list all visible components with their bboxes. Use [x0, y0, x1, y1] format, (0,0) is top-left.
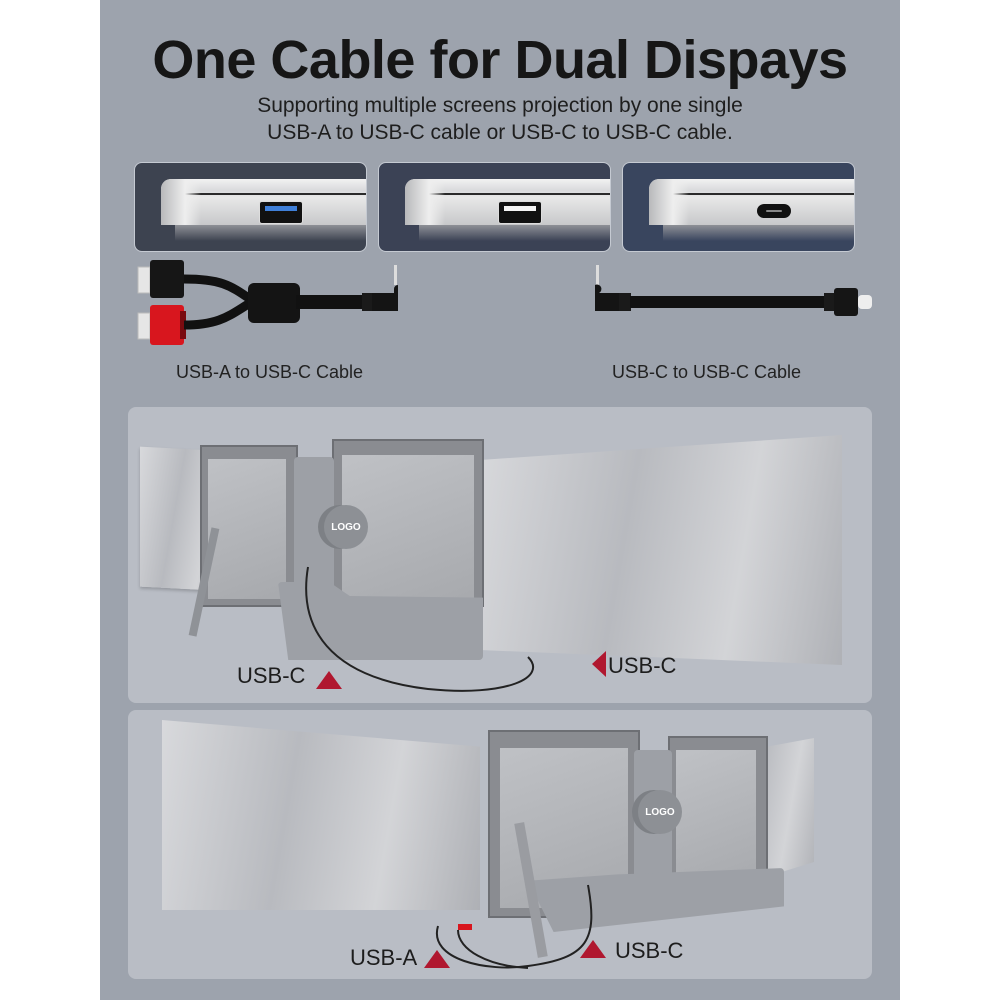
usb-c-port-icon — [757, 204, 791, 218]
y-splitter-cable-icon — [137, 260, 398, 345]
logo-badge: LOGO — [638, 790, 682, 834]
setup-card-usb-a: LOGO USB-A USB-C — [128, 710, 872, 979]
cable-label-usb-a-to-c: USB-A to USB-C Cable — [176, 362, 364, 382]
port-tile-usb-a-blue — [134, 162, 367, 252]
left-extension-screen — [162, 720, 480, 910]
usb-a-blue-port-icon — [259, 201, 303, 224]
usb-c-cable-icon — [595, 265, 872, 316]
cables-illustration — [137, 260, 872, 345]
setup-card-usb-c: LOGO USB-C USB-C — [128, 407, 872, 703]
arrow-up-icon — [316, 671, 342, 689]
product-panel: One Cable for Dual Dispays Supporting mu… — [100, 0, 900, 1000]
connection-cable — [305, 566, 535, 692]
port-tile-usb-c — [622, 162, 855, 252]
callout-label-usb-c-right: USB-C — [608, 653, 677, 678]
callout-label-usb-c-left: USB-C — [237, 663, 306, 688]
callout-label-usb-c: USB-C — [615, 938, 684, 963]
connection-cable — [435, 884, 593, 969]
subtitle-line-1: Supporting multiple screens projection b… — [257, 94, 743, 117]
subtitle-line-2: USB-A to USB-C cable or USB-C to USB-C c… — [267, 121, 733, 144]
arrow-up-icon — [424, 950, 450, 968]
cable-label-usb-c-to-c: USB-C to USB-C Cable — [612, 362, 802, 382]
usb-a-plug-red — [458, 924, 472, 930]
right-extension-screen — [480, 435, 842, 665]
arrow-left-icon — [592, 651, 606, 677]
usb-a-white-port-icon — [498, 201, 542, 224]
laptop-edge — [649, 179, 854, 225]
page-subtitle: Supporting multiple screens projection b… — [100, 92, 900, 146]
port-tile-usb-a-white — [378, 162, 611, 252]
arrow-up-icon — [580, 940, 606, 958]
logo-badge: LOGO — [324, 505, 368, 549]
callout-label-usb-a: USB-A — [350, 945, 418, 970]
page-title: One Cable for Dual Dispays — [152, 30, 848, 90]
